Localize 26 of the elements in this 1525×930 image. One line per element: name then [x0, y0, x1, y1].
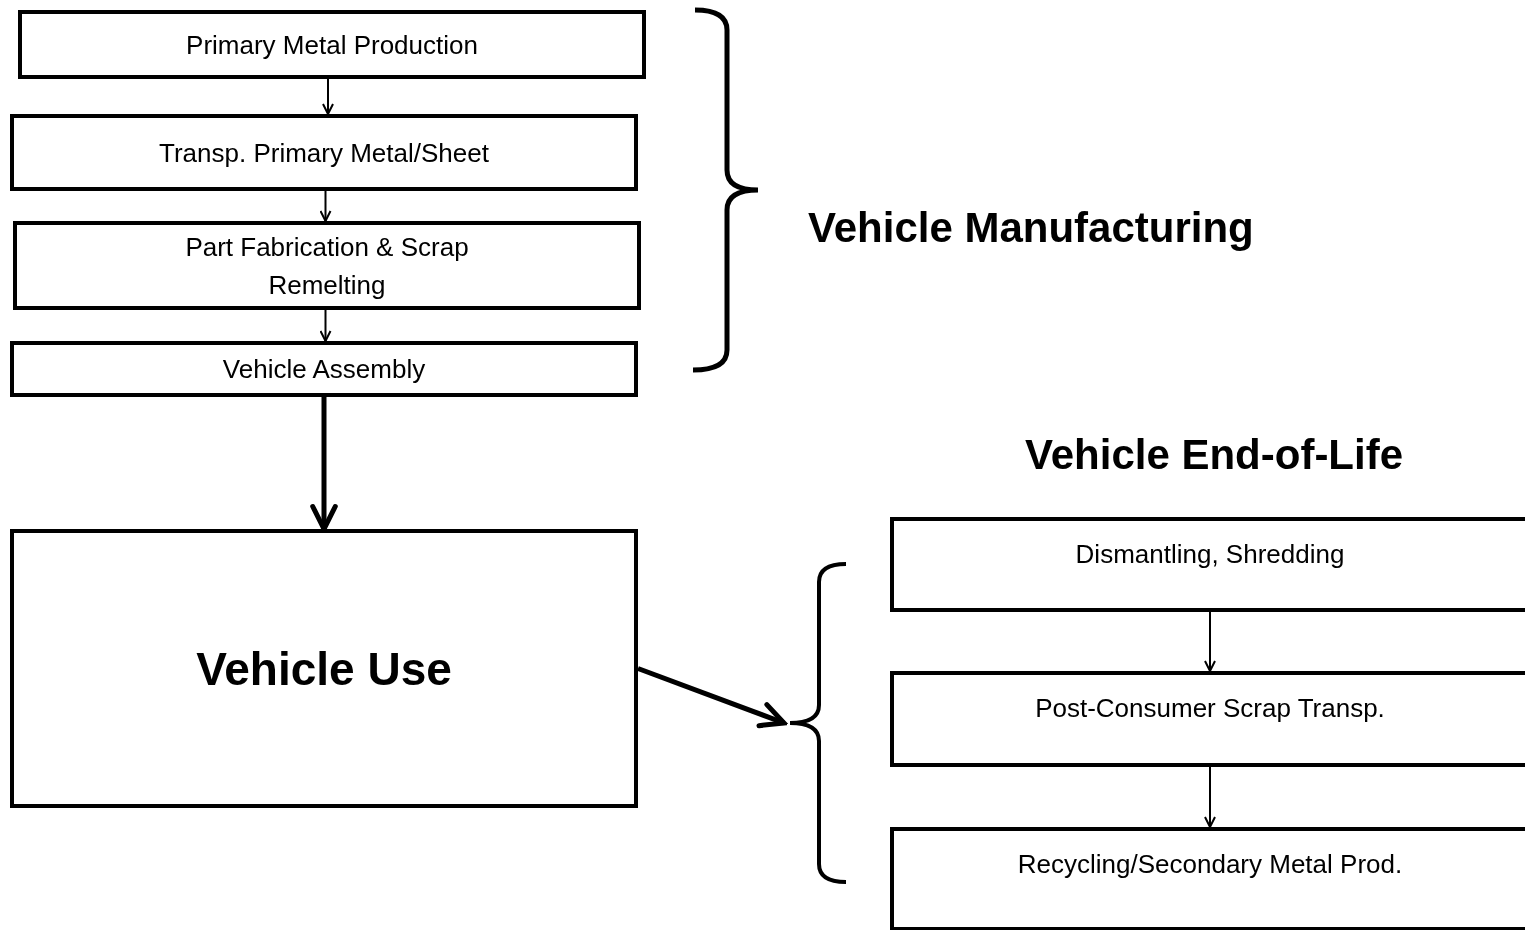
arrow	[322, 78, 334, 115]
curly-bracket	[788, 562, 846, 884]
section-heading: Vehicle End-of-Life	[1025, 430, 1404, 480]
box-text: Dismantling, Shredding	[1075, 538, 1345, 571]
arrow	[1204, 766, 1216, 828]
process-box	[10, 114, 638, 191]
process-box	[10, 529, 638, 808]
arrow	[637, 666, 787, 729]
arrow	[310, 397, 338, 532]
process-box	[13, 221, 641, 310]
section-heading: Vehicle Manufacturing	[808, 203, 1254, 253]
box-text: Vehicle Assembly	[222, 353, 426, 386]
arrow	[319, 309, 332, 342]
box-text: Transp. Primary Metal/Sheet	[159, 136, 489, 170]
arrow	[319, 190, 332, 222]
process-box	[10, 341, 638, 397]
process-box	[18, 10, 646, 79]
process-box	[890, 671, 1525, 767]
box-text: Post-Consumer Scrap Transp.	[1035, 692, 1385, 725]
process-box	[890, 827, 1525, 930]
arrow	[1204, 611, 1216, 672]
box-text: Part Fabrication & Scrap Remelting	[184, 230, 470, 302]
box-text: Primary Metal Production	[186, 28, 478, 62]
box-text: Recycling/Secondary Metal Prod.	[1017, 848, 1403, 881]
process-box	[890, 517, 1525, 612]
box-text: Vehicle Use	[196, 649, 452, 688]
